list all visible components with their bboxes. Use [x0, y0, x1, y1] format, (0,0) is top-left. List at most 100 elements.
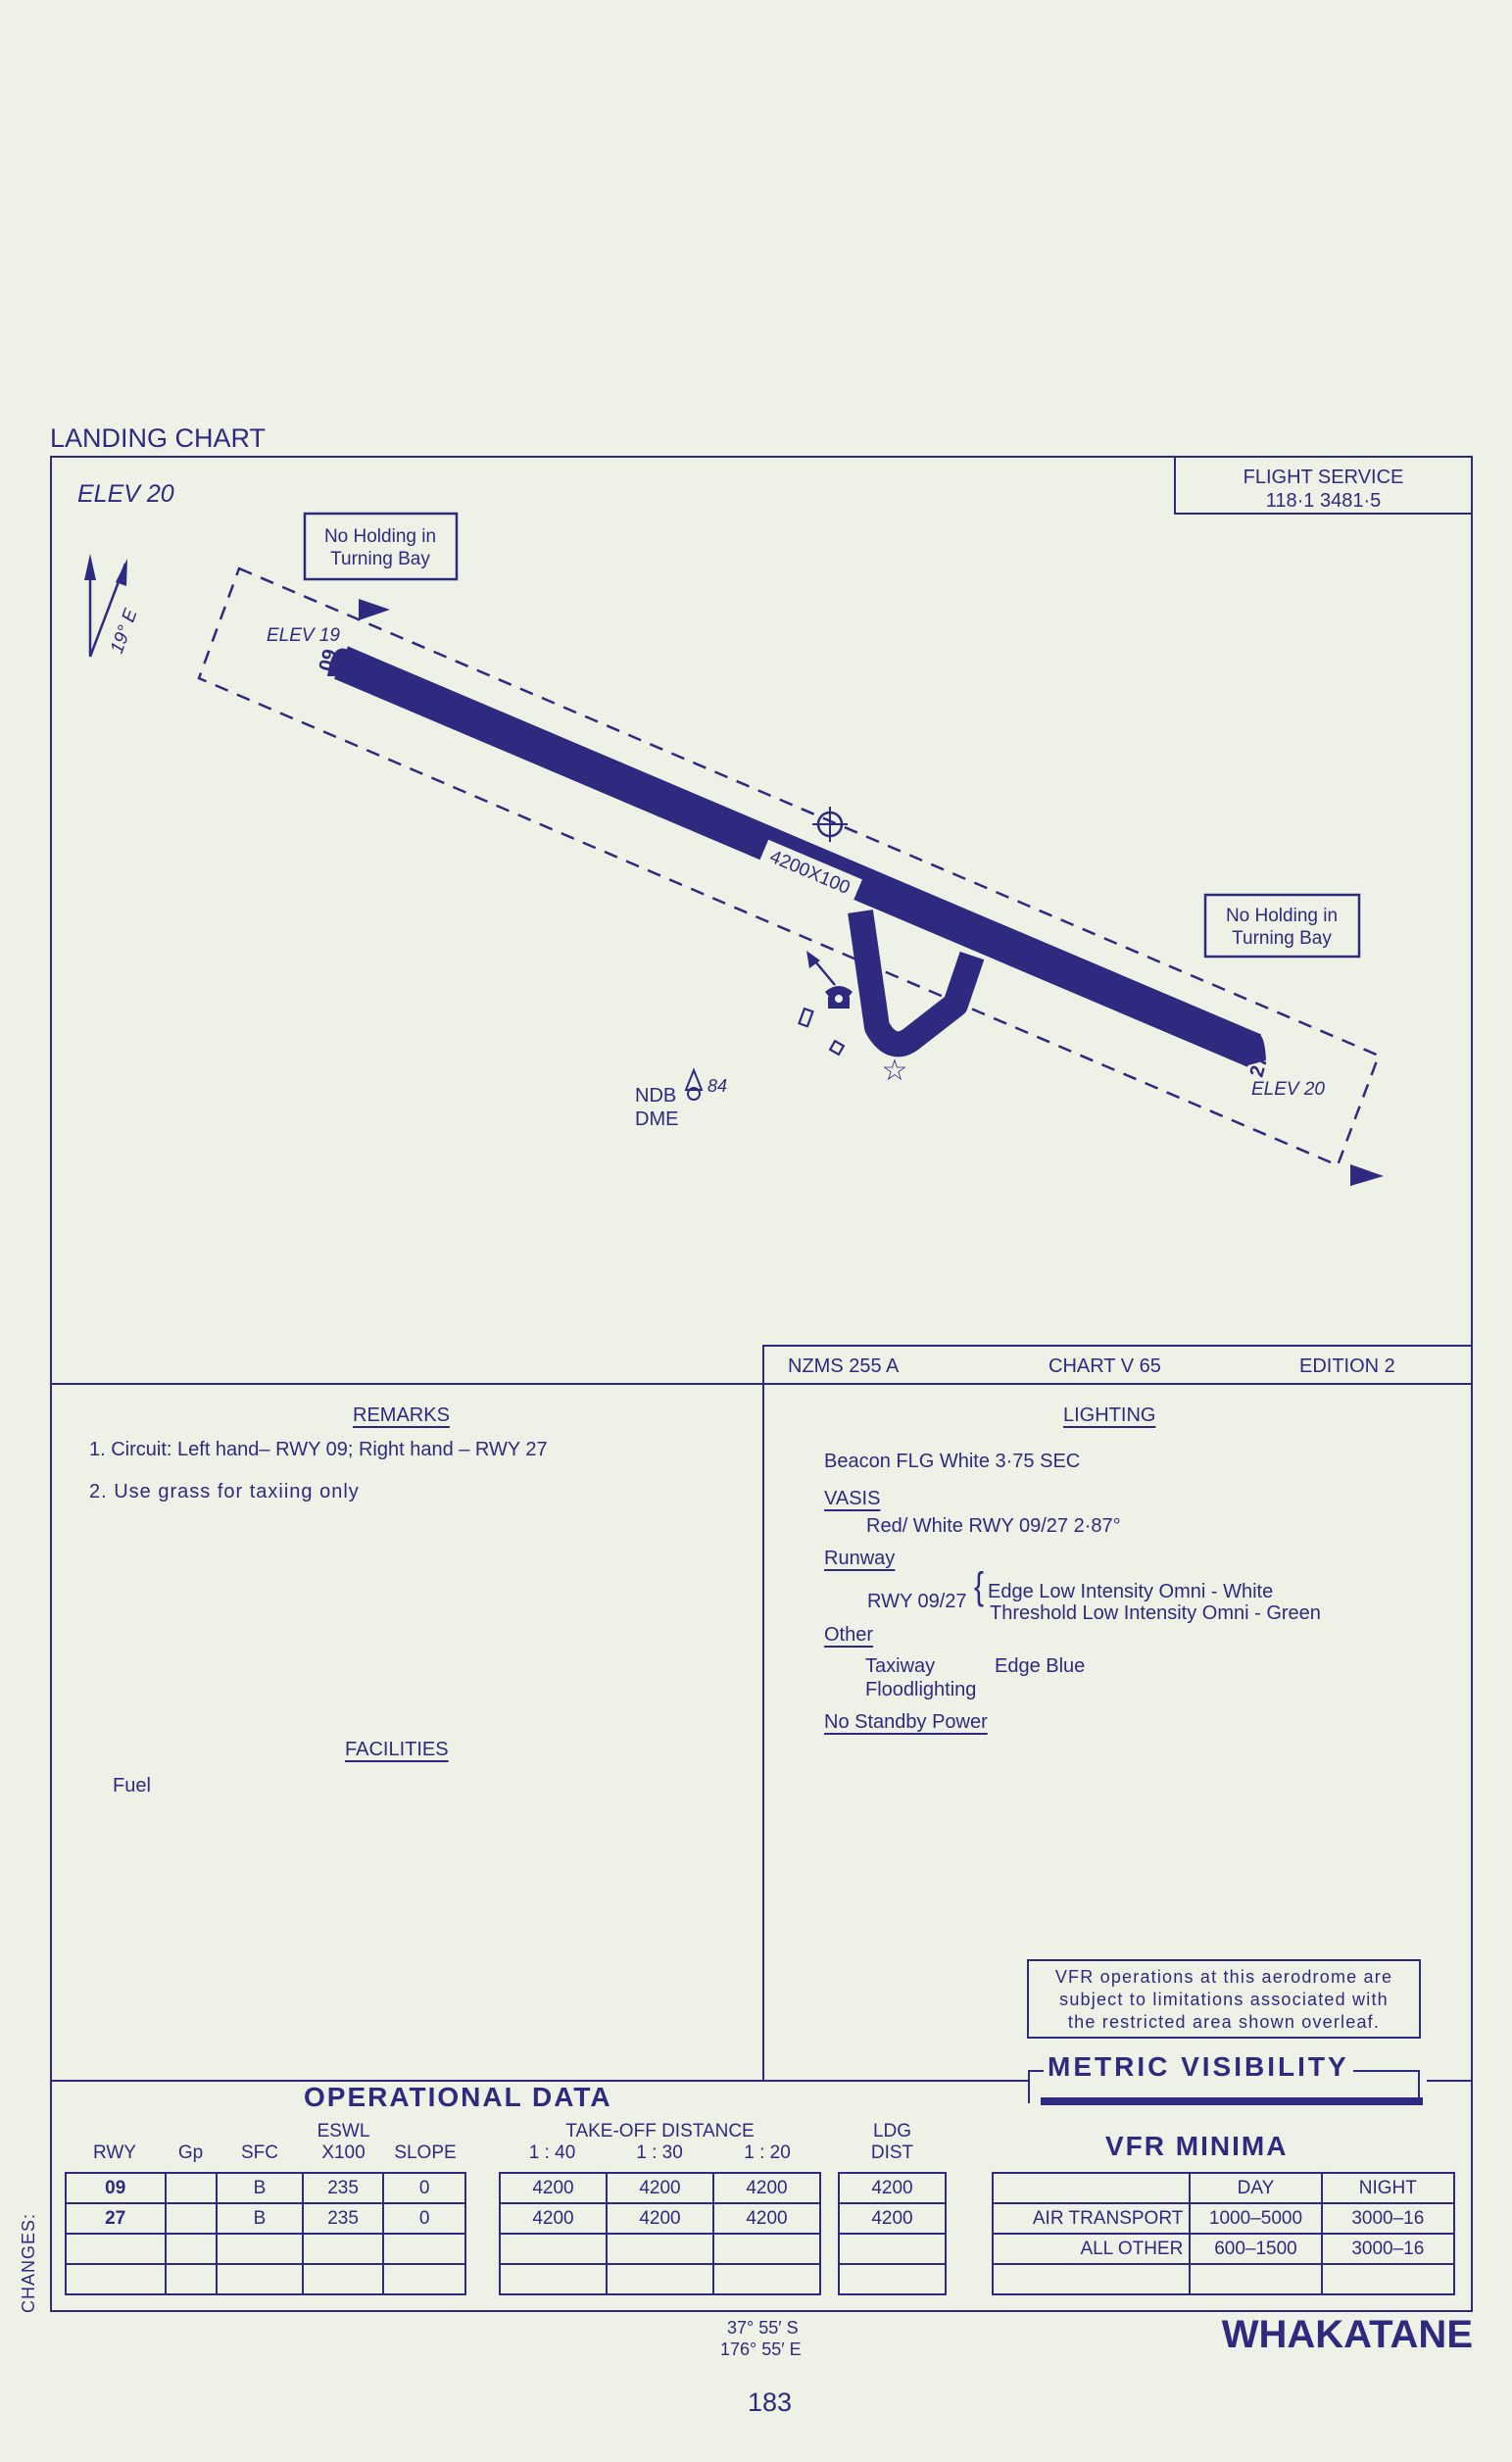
cell-gp: [164, 2172, 219, 2204]
chart-info-strip: NZMS 255 A CHART V 65 EDITION 2: [762, 1345, 1473, 1385]
flight-service-frequencies: 118·1 3481·5: [1265, 490, 1382, 512]
cell-tod: 4200: [606, 2202, 714, 2235]
table-row: 4200: [838, 2172, 947, 2204]
table-row: [65, 2263, 466, 2295]
col-header-slope: SLOPE: [394, 2142, 457, 2163]
standby-power-note: No Standby Power: [824, 1711, 988, 1733]
runway-lighting-title: Runway: [824, 1548, 896, 1569]
rwy09-elevation: ELEV 19: [267, 625, 340, 646]
cell-sfc: B: [216, 2172, 304, 2204]
cell-tod: 4200: [712, 2202, 821, 2235]
cell-tod: 4200: [712, 2172, 821, 2204]
cell-slope: 0: [382, 2202, 466, 2235]
cell-category: ALL OTHER: [991, 2233, 1192, 2265]
cell-eswl: 235: [301, 2172, 385, 2204]
cell-tod: 4200: [606, 2172, 714, 2204]
landing-distance-table: 4200 4200: [838, 2172, 947, 2295]
col-header-gradient-40: 1 : 40: [528, 2142, 576, 2163]
brace: {: [974, 1565, 985, 1608]
telephone-icon: [825, 986, 853, 1009]
cell-tod: 4200: [499, 2202, 608, 2235]
chart-series: NZMS 255 A: [788, 1355, 900, 1377]
col-header-gp: Gp: [177, 2142, 204, 2163]
col-header-eswl-unit: X100: [321, 2142, 366, 2163]
aerodrome-name: WHAKATANE: [1221, 2313, 1473, 2356]
remarks-title: REMARKS: [353, 1404, 450, 1426]
vasis-title: VASIS: [824, 1488, 881, 1509]
north-arrow-icon: 19° E: [84, 554, 142, 658]
threshold-flag-icon: [1350, 1164, 1384, 1186]
cell-tod: 4200: [499, 2172, 608, 2204]
col-header-gradient-30: 1 : 30: [636, 2142, 683, 2163]
latitude: 37° 55′ S: [727, 2318, 799, 2338]
vfr-note-line: VFR operations at this aerodrome are: [1054, 1967, 1393, 1987]
rwy27-elevation: ELEV 20: [1251, 1079, 1325, 1100]
runway-lighting-line: Threshold Low Intensity Omni - Green: [990, 1602, 1321, 1624]
vfr-note-line: subject to limitations associated with: [1059, 1990, 1389, 2009]
no-holding-note-09: Turning Bay: [330, 549, 430, 569]
cell-ldg: 4200: [838, 2202, 947, 2235]
chart-edition: EDITION 2: [1299, 1355, 1395, 1377]
flight-service-label: FLIGHT SERVICE: [1243, 467, 1404, 488]
floodlighting-label: Floodlighting: [865, 1679, 977, 1700]
ndb-label: NDB: [635, 1085, 676, 1107]
aerodrome-beacon-icon: [812, 807, 848, 842]
threshold-flag-icon: [359, 599, 390, 620]
facilities-title: FACILITIES: [345, 1739, 449, 1760]
wind-indicator-icon: [806, 951, 836, 986]
no-holding-note-09: No Holding in: [324, 526, 436, 547]
facility-item: Fuel: [113, 1775, 151, 1797]
taxiway: [848, 910, 985, 1058]
magnetic-variation: 19° E: [107, 606, 142, 656]
vfr-minima-title: VFR MINIMA: [1105, 2131, 1289, 2161]
aerodrome-diagram: 19° E 4200X100 ☆ NDB 84 DME ELEV 19 09 2: [84, 512, 1384, 1186]
divider: [1427, 2080, 1473, 2082]
page-number: 183: [748, 2388, 793, 2417]
cell-rwy: 09: [65, 2172, 167, 2204]
no-holding-note-27: No Holding in: [1226, 906, 1338, 926]
col-header-eswl: ESWL: [317, 2121, 370, 2142]
metric-visibility-underbar: [1041, 2097, 1423, 2105]
runway-lighting-label: RWY 09/27: [867, 1591, 967, 1612]
building-icon: [798, 1007, 814, 1028]
divider: [50, 2080, 1030, 2082]
flight-service-box: FLIGHT SERVICE 118·1 3481·5: [1174, 456, 1473, 515]
col-header-day: DAY: [1189, 2172, 1323, 2204]
other-lighting-title: Other: [824, 1624, 874, 1646]
rwy27-designator: 27: [1246, 1053, 1273, 1079]
no-holding-note-27: Turning Bay: [1232, 928, 1332, 949]
cell-rwy: 27: [65, 2202, 167, 2235]
col-header-night: NIGHT: [1320, 2172, 1456, 2204]
cell-eswl: 235: [301, 2202, 385, 2235]
changes-label: CHANGES:: [19, 2212, 38, 2313]
building-icon: [828, 1039, 846, 1057]
metric-visibility-title: METRIC VISIBILITY: [1044, 2053, 1353, 2081]
taxiway-lighting-label: Taxiway: [865, 1655, 936, 1677]
cell-category: AIR TRANSPORT: [991, 2202, 1192, 2235]
remark-item: 1. Circuit: Left hand– RWY 09; Right han…: [89, 1439, 548, 1460]
taxiway-lighting-value: Edge Blue: [995, 1655, 1086, 1677]
cell-night: 3000–16: [1320, 2202, 1456, 2235]
runway-strip-outline: [197, 566, 1381, 1167]
cell-slope: 0: [382, 2172, 466, 2204]
col-header-ldg-dist: DIST: [870, 2142, 914, 2163]
ndb-icon: [684, 1067, 704, 1101]
dme-label: DME: [635, 1108, 678, 1130]
remark-item: 2. Use grass for taxiing only: [89, 1481, 360, 1502]
aerodrome-elevation: ELEV 20: [77, 480, 174, 508]
chart-number: CHART V 65: [1049, 1355, 1161, 1377]
cell-gp: [164, 2202, 219, 2235]
lighting-title: LIGHTING: [1063, 1404, 1156, 1426]
chart-title: LANDING CHART: [50, 423, 267, 453]
vfr-restriction-note: VFR operations at this aerodrome are sub…: [1027, 1959, 1421, 2039]
operational-data-title: OPERATIONAL DATA: [304, 2082, 612, 2112]
runway-lighting-line: Edge Low Intensity Omni - White: [988, 1581, 1274, 1602]
